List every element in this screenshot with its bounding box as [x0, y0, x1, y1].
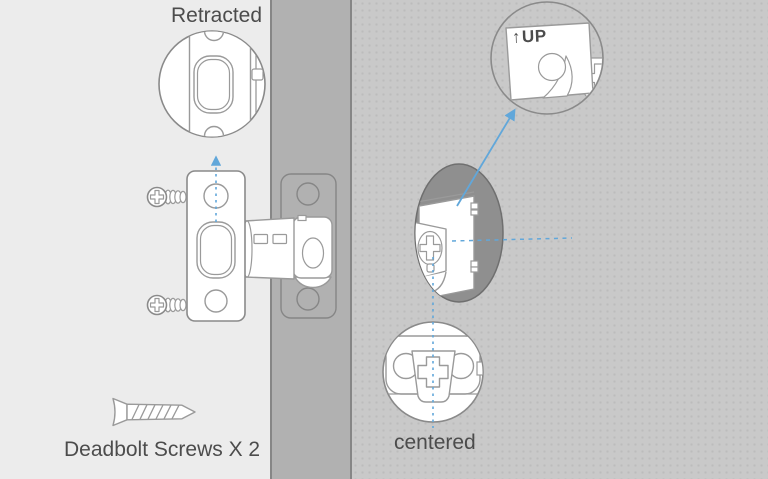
- latch-bolt-assembly: [241, 214, 333, 289]
- housing-end-hole: [301, 237, 325, 269]
- bolt-window-2: [272, 233, 288, 245]
- centered-label: centered: [394, 431, 476, 454]
- deadbolt-faceplate: [186, 170, 246, 322]
- card-hole: [537, 52, 567, 82]
- magnified-bolt-opening-inner: [196, 58, 231, 111]
- latch-underside: [294, 276, 332, 289]
- mounting-screw-top-icon: [146, 186, 187, 208]
- deadbolt-screws-label: Deadbolt Screws X 2: [64, 438, 261, 461]
- up-label: ↑UP: [512, 26, 547, 48]
- mortise-screw-hole-top: [296, 182, 320, 206]
- deadbolt-screw-icon: [112, 397, 196, 427]
- centered-detail-circle: [382, 321, 484, 423]
- up-detail-circle: [490, 1, 604, 115]
- bolt-opening-inner: [199, 224, 233, 276]
- arrow-to-up-detail: [456, 108, 516, 207]
- phillips-cross-icon: [149, 297, 165, 313]
- bore-hole-view: [414, 163, 504, 303]
- up-arrow-icon: ↑: [511, 27, 522, 47]
- mounting-screw-bottom-icon: [146, 294, 187, 316]
- up-text: UP: [521, 26, 547, 47]
- mortise-screw-hole-bottom: [296, 287, 320, 311]
- phillips-cross-icon: [149, 189, 165, 205]
- horizontal-center-line: [451, 237, 573, 242]
- housing-notch: [297, 214, 307, 222]
- magnified-side-window: [251, 68, 264, 81]
- magnified-hole-top: [203, 31, 225, 42]
- phillips-cross-icon: [417, 356, 449, 388]
- bolt-window-1: [253, 233, 269, 245]
- faceplate-screw-hole-bottom: [204, 289, 228, 313]
- phillips-cross-icon: [419, 235, 441, 261]
- retracted-detail-circle: [158, 30, 266, 138]
- retracted-label: Retracted: [171, 4, 263, 27]
